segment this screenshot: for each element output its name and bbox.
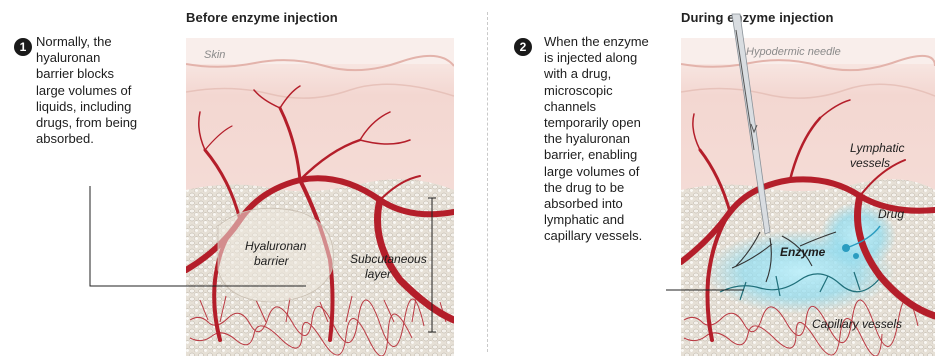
- hyaluronan-label-line2: barrier: [254, 254, 290, 268]
- hypodermic-needle-label: Hypodermic needle: [746, 46, 841, 58]
- panel1-tissue: [186, 38, 454, 356]
- capillary-label: Capillary vessels: [812, 317, 902, 331]
- skin-label: Skin: [204, 49, 225, 61]
- hyaluronan-label-line1: Hyaluronan: [245, 239, 307, 253]
- enzyme-label: Enzyme: [780, 245, 826, 259]
- lymphatic-label-line1: Lymphatic: [850, 141, 904, 155]
- lymphatic-label-line2: vessels: [850, 156, 890, 170]
- subcutaneous-label-line2: layer: [365, 267, 392, 281]
- panel2-tissue: [681, 38, 935, 356]
- subcutaneous-label-line1: Subcutaneous: [350, 252, 427, 266]
- drug-label: Drug: [878, 207, 904, 221]
